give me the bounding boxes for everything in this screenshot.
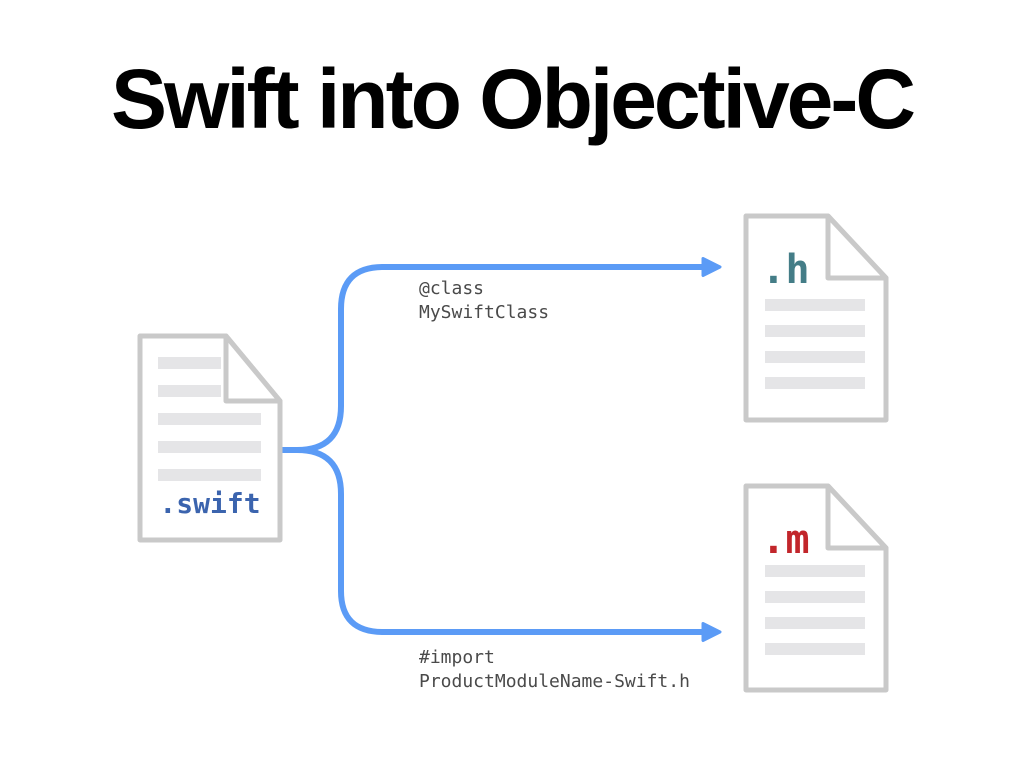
impl-code-annotation: #import ProductModuleName-Swift.h [419, 647, 690, 692]
swift-file-label: .swift [159, 487, 261, 520]
folded-corner-icon [223, 333, 283, 404]
impl-file-label: .m [761, 517, 810, 563]
header-code-annotation: @class MySwiftClass [419, 278, 550, 323]
folded-corner-icon [825, 213, 889, 281]
swift-file-icon: .swift [137, 333, 283, 543]
slide-title: Swift into Objective-C [110, 52, 916, 146]
document-shape [137, 333, 283, 543]
arrow-to-impl-path [280, 447, 706, 635]
document-shape [743, 483, 889, 693]
header-file-icon: .h [743, 213, 889, 423]
impl-file-icon: .m [743, 483, 889, 693]
arrowhead-to-impl-icon [701, 622, 722, 642]
document-shape [743, 213, 889, 423]
folded-corner-icon [825, 483, 889, 551]
header-file-label: .h [761, 247, 810, 293]
arrowhead-to-header-icon [701, 257, 722, 277]
